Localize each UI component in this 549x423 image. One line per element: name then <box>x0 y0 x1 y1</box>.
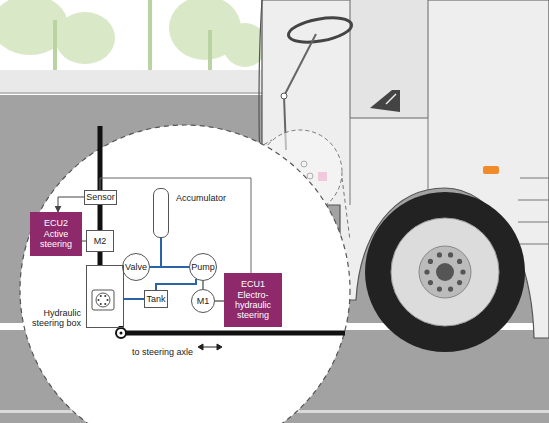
node-text: ECU1 Electro-hydraulic steering <box>224 277 282 322</box>
steering-shaft <box>100 126 345 333</box>
side-marker-light <box>483 166 499 174</box>
accumulator: Accumulator <box>153 188 169 238</box>
steering-box: Hydraulic steering box <box>86 265 124 328</box>
part-label: Accumulator <box>176 193 226 203</box>
valve-circle: Valve <box>122 253 150 281</box>
door-handle <box>386 94 396 104</box>
part-label: Hydraulic steering box <box>31 308 81 329</box>
hub-cap <box>436 263 454 281</box>
signal-wire <box>202 281 203 289</box>
label-holder: to steering axle <box>132 341 193 359</box>
pivot <box>116 328 126 338</box>
wheel-bolts <box>424 252 465 291</box>
signal-wire <box>58 197 84 212</box>
node-text: Sensor <box>86 192 115 202</box>
tank-box: Tank <box>144 290 168 308</box>
steering-wheel <box>287 14 354 47</box>
rotary-valve-symbol <box>92 290 114 310</box>
pivot <box>120 332 123 335</box>
axle-direction-arrow <box>198 344 222 350</box>
door-handle <box>370 90 400 112</box>
motor-circle: M1 <box>191 289 215 313</box>
door-line <box>428 118 429 190</box>
rotary-valve-symbol <box>96 293 110 307</box>
door-window <box>350 0 428 118</box>
hub <box>419 246 471 298</box>
hydraulic-line <box>161 238 189 267</box>
column-joint <box>281 93 287 99</box>
sensor-box: Sensor <box>84 190 117 205</box>
steering-column <box>284 34 316 96</box>
tire <box>365 192 525 352</box>
node-text: Pump <box>191 262 215 272</box>
rotary-valve-dots <box>98 295 109 305</box>
trees <box>0 0 267 67</box>
node-text: ECU2 Active steering <box>30 216 82 251</box>
hydraulic-line <box>124 298 144 300</box>
motor-box: M2 <box>86 230 114 252</box>
tree-trunks <box>55 0 210 72</box>
signal-wire <box>215 300 224 301</box>
direction-label: to steering axle <box>132 347 193 357</box>
zoom-circle <box>20 125 350 423</box>
node-text: Tank <box>146 294 165 304</box>
node-text: M1 <box>197 296 210 306</box>
pump-circle: Pump <box>189 253 217 281</box>
node-text: M2 <box>94 236 107 246</box>
door-line <box>350 118 351 205</box>
ecu-box: ECU1 Electro-hydraulic steering <box>224 273 282 327</box>
hydraulic-line <box>156 279 196 290</box>
steering-shaft <box>98 252 103 265</box>
front-grille <box>518 178 549 244</box>
ecu-box: ECU2 Active steering <box>30 212 82 256</box>
zoom-line <box>342 178 350 240</box>
signal-wire <box>100 178 251 273</box>
rim <box>391 218 499 326</box>
node-text: Valve <box>125 262 147 272</box>
